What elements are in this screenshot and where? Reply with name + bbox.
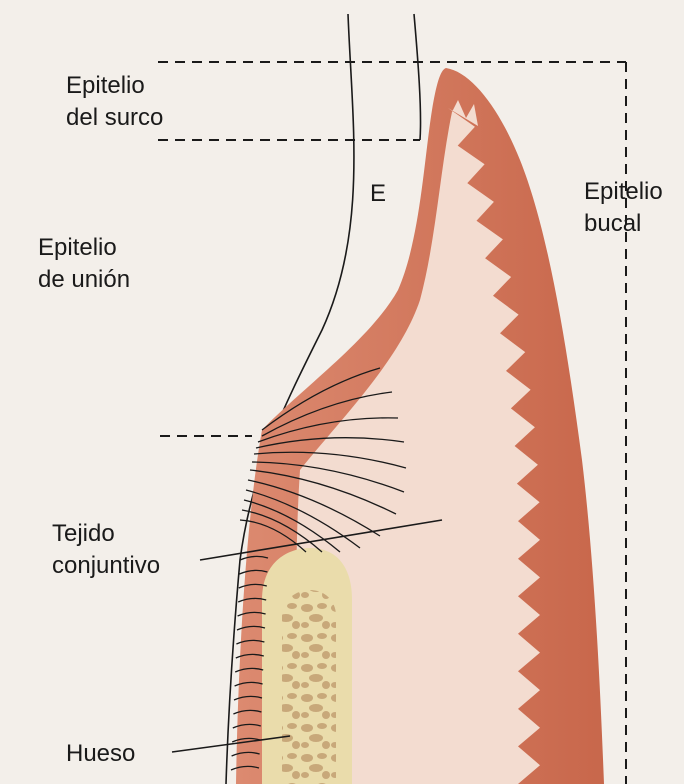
label-sulcular-line2: del surco — [66, 102, 163, 134]
label-oral-line1: Epitelio — [584, 176, 663, 208]
label-sulcular-epithelium: Epitelio del surco — [66, 70, 163, 134]
label-connective-line1: Tejido — [52, 518, 160, 550]
alveolar-bone-spongy — [282, 590, 336, 784]
label-connective-line2: conjuntivo — [52, 550, 160, 582]
label-enamel: E — [370, 178, 386, 210]
label-junctional-epithelium: Epitelio de unión — [38, 232, 130, 296]
label-oral-epithelium: Epitelio bucal — [584, 176, 663, 240]
label-oral-line2: bucal — [584, 208, 663, 240]
label-bone: Hueso — [66, 738, 135, 770]
label-sulcular-line1: Epitelio — [66, 70, 163, 102]
label-junctional-line1: Epitelio — [38, 232, 130, 264]
label-junctional-line2: de unión — [38, 264, 130, 296]
label-connective-tissue: Tejido conjuntivo — [52, 518, 160, 582]
